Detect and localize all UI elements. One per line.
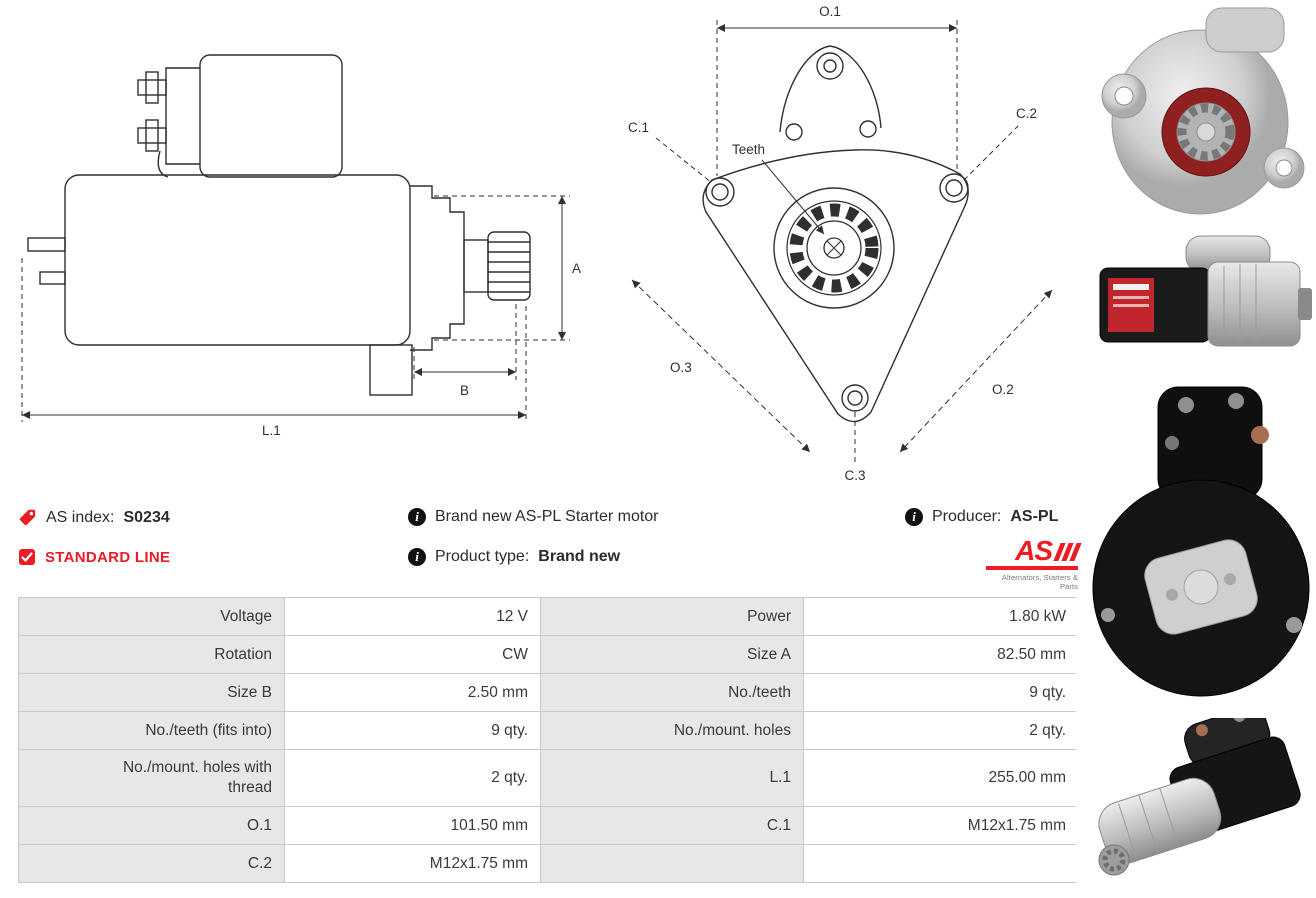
spec-label: C.1 (541, 807, 803, 844)
aspl-logo-text: AS (1015, 535, 1053, 566)
dim-label-teeth: Teeth (732, 142, 765, 157)
dim-label-o1: O.1 (819, 4, 841, 19)
spec-value: 2.50 mm (285, 674, 540, 711)
spec-table: Voltage 12 V Power 1.80 kW Rotation CW S… (18, 597, 1078, 883)
as-index-row: AS index: S0234 (18, 508, 170, 527)
spec-label (541, 845, 803, 882)
brand-new-row: i Brand new AS-PL Starter motor (408, 508, 659, 526)
spec-label: No./mount. holes with thread (19, 750, 284, 806)
spec-label: Voltage (19, 598, 284, 635)
spec-label: Size A (541, 636, 803, 673)
side-dimension-lines (21, 195, 570, 422)
spec-value: CW (285, 636, 540, 673)
product-photo-angle-view (1098, 718, 1301, 876)
product-type-value: Brand new (538, 548, 621, 565)
spec-value: 9 qty. (285, 712, 540, 749)
aspl-logo-bar (986, 566, 1078, 570)
as-index-label: AS index: (46, 508, 115, 526)
spec-value: 101.50 mm (285, 807, 540, 844)
spec-label: No./teeth (541, 674, 803, 711)
spec-value (804, 845, 1078, 882)
product-photo-front-view (1101, 7, 1305, 215)
brand-new-text: Brand new AS-PL Starter motor (435, 508, 659, 525)
info-icon: i (905, 508, 923, 526)
product-type-label: Product type: (435, 548, 530, 565)
product-photo-rear-view (1092, 386, 1310, 697)
dim-label-c3: C.3 (844, 468, 865, 483)
checkbox-icon (18, 548, 36, 566)
dim-label-o3: O.3 (670, 360, 692, 375)
dim-label-c1: C.1 (628, 120, 649, 135)
product-photo-side-view (1099, 235, 1312, 347)
aspl-logo-tagline: Alternators, Starters & Parts (1001, 573, 1078, 591)
spec-label: C.2 (19, 845, 284, 882)
spec-label: O.1 (19, 807, 284, 844)
producer-label: Producer: (932, 508, 1002, 525)
info-icon: i (408, 548, 426, 566)
starter-front-outline (702, 45, 969, 423)
spec-label: Size B (19, 674, 284, 711)
tag-icon (18, 508, 37, 527)
aspl-logo-stripes-icon (1053, 543, 1082, 561)
spec-label: Power (541, 598, 803, 635)
spec-value: M12x1.75 mm (804, 807, 1078, 844)
standard-line-row: STANDARD LINE (18, 548, 170, 566)
spec-value: 82.50 mm (804, 636, 1078, 673)
spec-label: L.1 (541, 750, 803, 806)
pinion-gear (773, 187, 895, 309)
product-photo-column (1088, 0, 1316, 898)
spec-label: No./teeth (fits into) (19, 712, 284, 749)
dim-label-c2: C.2 (1016, 106, 1037, 121)
starter-side-outline (27, 54, 531, 396)
as-index-value: S0234 (123, 508, 170, 526)
spec-value: 12 V (285, 598, 540, 635)
spec-value: M12x1.75 mm (285, 845, 540, 882)
spec-value: 9 qty. (804, 674, 1078, 711)
dim-label-b: B (460, 383, 469, 398)
spec-label: No./mount. holes (541, 712, 803, 749)
aspl-logo: AS Alternators, Starters & Parts (986, 535, 1082, 591)
spec-value: 255.00 mm (804, 750, 1078, 806)
product-type-row: i Product type: Brand new (408, 548, 620, 566)
dim-label-a: A (572, 261, 581, 276)
spec-value: 2 qty. (804, 712, 1078, 749)
spec-value: 2 qty. (285, 750, 540, 806)
spec-label: Rotation (19, 636, 284, 673)
standard-line-label: STANDARD LINE (45, 548, 171, 566)
front-dimension-lines (631, 20, 1053, 462)
dim-label-o2: O.2 (992, 382, 1014, 397)
front-view-diagram: O.1 C.1 C.2 Teeth O.3 O.2 C.3 (628, 4, 1053, 483)
producer-row: i Producer: AS-PL (905, 508, 1058, 526)
side-view-diagram: A B L.1 (21, 54, 581, 438)
product-info-strip: AS index: S0234 STANDARD LINE i Brand ne… (0, 500, 1085, 595)
dim-label-l1: L.1 (262, 423, 281, 438)
spec-value: 1.80 kW (804, 598, 1078, 635)
info-icon: i (408, 508, 426, 526)
producer-value: AS-PL (1010, 508, 1059, 525)
